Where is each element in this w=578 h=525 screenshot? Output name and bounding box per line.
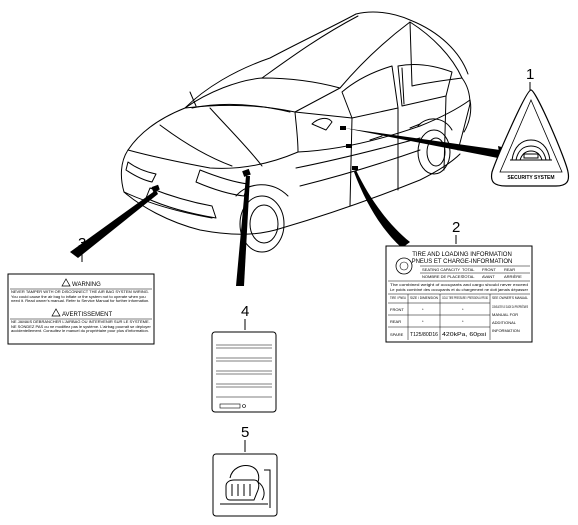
car-illustration [120,11,472,253]
col-tire: TIRE / PNEU [390,295,406,300]
row-front-size: * [422,307,424,312]
row-front-pos: FRONT [390,307,404,312]
tire-information-label: TIRE AND LOADING INFORMATION PNEUS ET CH… [385,245,533,343]
child-seat-airbag-label [212,453,278,517]
airbag-warning-label: WARNING NEVER TAMPER WITH OR DISCONNECT … [7,273,155,345]
seating-total: TOTAL [462,267,475,272]
col-pressure: COLD TIRE PRESSURE / PRESSION À FROID [442,295,488,300]
seating-rear: REAR [504,267,515,272]
tire-warning-text-fr: Le poids combiné des occupants et du cha… [390,287,529,292]
tire-title-2: PNEUS ET CHARGE-INFORMATION [412,259,513,265]
child-seat-airbag-icon [220,465,271,508]
row-front-pressure: * [462,307,464,312]
seating-capacity-label-fr: NOMBRE DE PLACES [422,274,463,279]
warning-body-text: NEVER TAMPER WITH OR DISCONNECT THE AIR … [11,290,150,304]
row-spare-size: T125/80D16 [410,332,438,338]
row-rear-size: * [422,319,424,324]
callout-5: 5 [241,424,249,441]
row-spare-pos: SPARE [390,332,404,337]
emission-label [211,331,277,413]
security-system-text: SECURITY SYSTEM [507,175,554,181]
leader-lines [70,128,518,286]
tire-title-1: TIRE AND LOADING INFORMATION [412,252,512,258]
row-rear-pos: REAR [390,319,401,324]
side-note-2: MANUAL FOR [492,312,518,317]
tire-warning-text: The combined weight of occupants and car… [390,282,528,287]
seating-front: FRONT [482,267,496,272]
barcode-box [219,403,241,409]
callout-1: 1 [526,66,534,83]
seating-rear-fr: ARRIÈRE [504,274,522,279]
avertissement-heading: AVERTISSEMENT [62,312,112,318]
side-note-3: ADDITIONAL [492,320,517,325]
seating-capacity-label: SEATING CAPACITY [422,267,460,272]
seating-front-fr: AVANT [482,274,495,279]
callout-3: 3 [78,235,86,252]
tire-icon [395,257,413,275]
security-system-label: SECURITY SYSTEM [490,89,570,187]
col-manual: SEE OWNER'S MANUAL [492,295,529,300]
col-size: SIZE / DIMENSION [410,295,438,300]
warning-triangle-icon [61,278,71,287]
callout-4: 4 [241,303,249,320]
callout-2: 2 [452,219,460,236]
warning-heading: WARNING [72,282,101,288]
seating-total-fr: TOTAL [462,274,475,279]
row-spare-pressure: 420kPa, 60psi [442,332,486,338]
car-lock-icon [510,139,552,161]
avertissement-body-text: NE JAMAIS DÉBRANCHER L'AIRBAG OU INTERVE… [11,320,151,334]
row-rear-pressure: * [462,319,464,324]
side-note-4: INFORMATION [492,328,520,333]
label-location-markers [151,126,358,192]
side-note-1: CONSULTER LE GUIDE DU PROPRIÉTAIRE [492,304,528,309]
